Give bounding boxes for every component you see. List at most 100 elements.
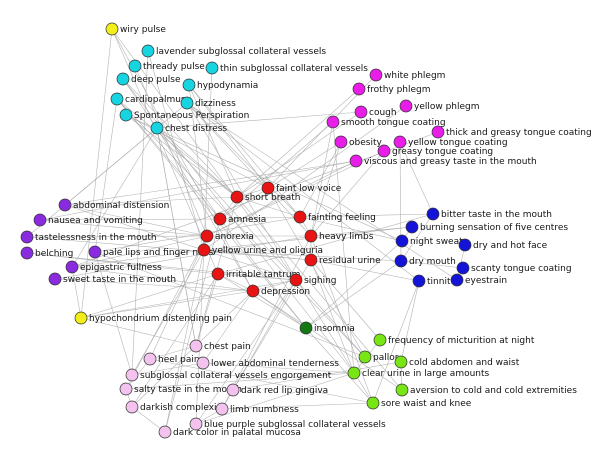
edge-obesity-heavy-limbs xyxy=(310,141,342,237)
edge-tinnitus-sore-waist xyxy=(372,280,420,404)
node-marker-thick-greasy-coating xyxy=(431,125,445,139)
node-marker-sublingual-engorgement xyxy=(125,368,139,382)
node-tastelessness: tastelessness in the mouth xyxy=(20,230,157,244)
node-marker-residual-urine xyxy=(304,253,318,267)
node-thin-sublingual: thin subglossal collateral vessels xyxy=(205,61,368,75)
node-marker-white-phlegm xyxy=(369,68,383,82)
node-obesity: obesity xyxy=(334,135,382,149)
edge-salty-taste-anorexia xyxy=(125,235,208,390)
node-marker-irritable-tantrum xyxy=(211,267,225,281)
edge-sublingual-engorgement-yellow-urine xyxy=(131,249,205,376)
edge-eyestrain-dizziness xyxy=(186,102,458,281)
node-label-dark-palatal-mucosa: dark color in palatal mucosa xyxy=(173,428,301,438)
node-marker-darkish-complexion xyxy=(125,400,139,414)
node-hypodynamia: hypodynamia xyxy=(182,78,258,92)
node-label-viscous-greasy-taste: viscous and greasy taste in the mouth xyxy=(364,157,537,167)
edge-irritable-tantrum-sighing xyxy=(217,273,297,281)
node-spontaneous-perspiration: Spontaneous Perspiration xyxy=(119,108,249,122)
edge-greasy-tongue-coating-heavy-limbs xyxy=(310,150,385,237)
node-darkish-complexion: darkish complexion xyxy=(125,400,228,414)
edge-lower-abdominal-tenderness-sublingual-engorgement xyxy=(131,362,204,376)
node-thready-pulse: thready pulse xyxy=(128,59,205,73)
node-marker-heavy-limbs xyxy=(304,229,318,243)
node-label-tinnitus: tinnitus xyxy=(427,277,461,287)
node-marker-aversion-cold xyxy=(395,383,409,397)
node-marker-chest-distress xyxy=(150,121,164,135)
node-marker-greasy-tongue-coating xyxy=(377,144,391,158)
edge-hypochondrium-pain-chest-pain xyxy=(80,317,197,347)
node-chest-pain: chest pain xyxy=(189,339,251,353)
node-dry-hot-face: dry and hot face xyxy=(458,238,548,252)
node-label-hypodynamia: hypodynamia xyxy=(197,81,258,91)
node-marker-yellow-phlegm xyxy=(399,99,413,113)
edge-burning-sensation-heavy-limbs xyxy=(310,226,413,237)
node-nausea-vomiting: nausea and vomiting xyxy=(33,213,143,227)
node-dark-palatal-mucosa: dark color in palatal mucosa xyxy=(158,425,301,439)
node-irritable-tantrum: irritable tantrum xyxy=(211,267,300,281)
edge-chest-pain-heel-pain xyxy=(149,345,197,360)
node-marker-epigastric-fullness xyxy=(65,260,79,274)
edge-sore-waist-dizziness xyxy=(186,102,374,404)
node-label-heavy-limbs: heavy limbs xyxy=(319,232,374,242)
node-marker-sighing xyxy=(289,273,303,287)
node-marker-eyestrain xyxy=(450,273,464,287)
node-dark-red-lip: dark red lip gingiva xyxy=(226,383,328,397)
edge-spontaneous-perspiration-short-breath xyxy=(125,114,238,198)
node-label-obesity: obesity xyxy=(349,138,382,148)
node-label-belching: belching xyxy=(35,249,73,259)
node-anorexia: anorexia xyxy=(200,229,254,243)
node-marker-salty-taste xyxy=(119,382,133,396)
node-label-depression: depression xyxy=(261,287,310,297)
node-burning-sensation: burning sensation of five centres xyxy=(405,220,568,234)
node-label-yellow-phlegm: yellow phlegm xyxy=(414,102,480,112)
node-marker-pale-lips xyxy=(88,245,102,259)
node-marker-cough xyxy=(354,105,368,119)
edge-abdominal-distension-anorexia xyxy=(64,204,208,237)
node-marker-hypochondrium-pain xyxy=(74,311,88,325)
node-marker-clear-urine xyxy=(347,366,361,380)
edge-hypodynamia-faint-low-voice xyxy=(188,84,269,189)
node-label-dry-hot-face: dry and hot face xyxy=(473,241,548,251)
edge-pale-lips-fainting-feeling xyxy=(94,216,301,253)
edge-bitter-taste-irritable-tantrum xyxy=(217,213,434,275)
node-hypochondrium-pain: hypochondrium distending pain xyxy=(74,311,232,325)
edge-chest-pain-irritable-tantrum xyxy=(195,273,219,347)
node-epigastric-fullness: epigastric fullness xyxy=(65,260,162,274)
edge-thick-greasy-coating-epigastric-fullness xyxy=(71,131,439,268)
edge-heel-pain-anorexia xyxy=(149,235,208,360)
node-label-salty-taste: salty taste in the mouth xyxy=(134,385,242,395)
node-night-sweat: night sweat xyxy=(395,234,463,248)
node-marker-tinnitus xyxy=(412,274,426,288)
node-thick-greasy-coating: thick and greasy tongue coating xyxy=(431,125,592,139)
node-marker-cardiopalmus xyxy=(110,92,124,106)
edge-hypodynamia-anorexia xyxy=(188,84,208,237)
node-marker-frequency-micturition xyxy=(373,333,387,347)
node-sore-waist: sore waist and knee xyxy=(366,396,472,410)
node-label-abdominal-distension: abdominal distension xyxy=(73,201,169,211)
edge-heel-pain-sore-waist xyxy=(149,358,374,404)
edge-insomnia-sore-waist xyxy=(305,327,374,404)
edge-smooth-tongue-coating-amnesia xyxy=(219,121,334,220)
edge-sighing-depression xyxy=(252,279,297,292)
node-marker-fainting-feeling xyxy=(293,210,307,224)
edge-layer xyxy=(26,28,466,433)
node-short-breath: short breath xyxy=(230,190,301,204)
node-marker-thin-sublingual xyxy=(205,61,219,75)
node-label-blue-purple-sublingual: blue purple subglossal collateral vessel… xyxy=(204,420,386,430)
node-marker-lavender-sublingual xyxy=(141,44,155,58)
node-marker-thready-pulse xyxy=(128,59,142,73)
node-label-eyestrain: eyestrain xyxy=(465,276,507,286)
node-faint-low-voice: faint low voice xyxy=(261,181,342,195)
node-label-sore-waist: sore waist and knee xyxy=(381,399,472,409)
edge-cardiopalmus-insomnia xyxy=(116,98,307,329)
node-label-dizziness: dizziness xyxy=(195,99,236,109)
edge-sublingual-engorgement-pale-lips xyxy=(94,251,133,376)
edge-obesity-fainting-feeling xyxy=(299,141,342,218)
node-marker-bitter-taste xyxy=(426,207,440,221)
node-marker-lower-abdominal-tenderness xyxy=(196,356,210,370)
node-marker-obesity xyxy=(334,135,348,149)
node-dry-mouth: dry mouth xyxy=(394,254,456,268)
node-insomnia: insomnia xyxy=(299,321,355,335)
node-marker-wiry-pulse xyxy=(105,22,119,36)
node-marker-scanty-tongue-coating xyxy=(456,261,470,275)
